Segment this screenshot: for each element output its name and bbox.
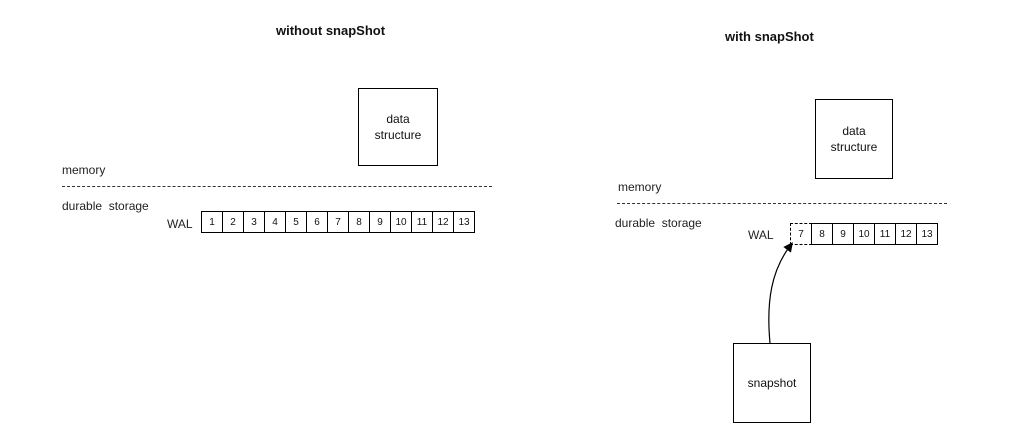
wal-entry: 11 bbox=[874, 223, 896, 245]
wal-entry: 4 bbox=[264, 211, 286, 233]
snapshot-box: snapshot bbox=[733, 343, 811, 423]
left-durable-storage-label: durable storage bbox=[62, 199, 149, 213]
right-durable-storage-label: durable storage bbox=[615, 216, 702, 230]
left-data-structure-box: data structure bbox=[358, 88, 438, 166]
snapshot-label: snapshot bbox=[747, 376, 797, 390]
wal-entry: 2 bbox=[222, 211, 244, 233]
wal-entry: 5 bbox=[285, 211, 307, 233]
left-wal-label: WAL bbox=[167, 217, 193, 231]
right-memory-label: memory bbox=[618, 180, 662, 194]
left-data-structure-label: data structure bbox=[374, 112, 422, 142]
wal-entry: 8 bbox=[348, 211, 370, 233]
wal-entry: 8 bbox=[811, 223, 833, 245]
left-wal-log: 1 2 3 4 5 6 7 8 9 10 11 12 13 bbox=[201, 211, 475, 233]
left-memory-divider bbox=[62, 186, 492, 187]
wal-entry: 13 bbox=[916, 223, 938, 245]
right-wal-label: WAL bbox=[748, 228, 774, 242]
right-data-structure-label: data structure bbox=[830, 124, 878, 154]
wal-entry: 9 bbox=[832, 223, 854, 245]
wal-entry: 3 bbox=[243, 211, 265, 233]
wal-entry: 11 bbox=[411, 211, 433, 233]
wal-entry: 10 bbox=[390, 211, 412, 233]
wal-entry: 12 bbox=[432, 211, 454, 233]
right-title: with snapShot bbox=[725, 29, 814, 44]
wal-entry: 10 bbox=[853, 223, 875, 245]
left-memory-label: memory bbox=[62, 163, 106, 177]
wal-entry-compacted: 7 bbox=[790, 223, 812, 245]
wal-entry: 9 bbox=[369, 211, 391, 233]
wal-entry: 12 bbox=[895, 223, 917, 245]
right-data-structure-box: data structure bbox=[815, 99, 893, 179]
wal-entry: 13 bbox=[453, 211, 475, 233]
right-wal-log: 7 8 9 10 11 12 13 bbox=[790, 223, 938, 245]
left-title: without snapShot bbox=[276, 23, 386, 38]
wal-entry: 6 bbox=[306, 211, 328, 233]
right-memory-divider bbox=[617, 203, 947, 204]
wal-entry: 1 bbox=[201, 211, 223, 233]
wal-entry: 7 bbox=[327, 211, 349, 233]
